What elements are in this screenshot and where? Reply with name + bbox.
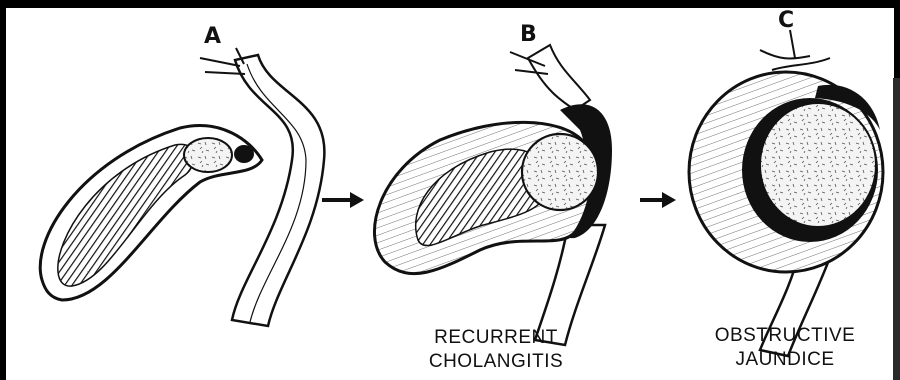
stage-b-caption: RECURRENT CHOLANGITIS xyxy=(406,326,586,374)
stage-b-letter: B xyxy=(520,22,537,47)
progression-arrow xyxy=(640,192,676,208)
stage-c-illustration xyxy=(689,30,883,356)
stage-a-letter: A xyxy=(204,24,222,49)
stage-b-illustration xyxy=(374,45,612,345)
gallstone-a xyxy=(184,138,232,172)
bile-duct-b xyxy=(528,45,590,110)
gallstone-c xyxy=(760,103,876,227)
stage-b-caption-line1: RECURRENT xyxy=(406,326,586,350)
hepatic-branch-c xyxy=(760,30,830,70)
stage-c-caption-line1: OBSTRUCTIVE xyxy=(695,324,875,348)
gallstone-b xyxy=(522,134,598,210)
stage-c-caption: OBSTRUCTIVE JAUNDICE xyxy=(695,324,875,372)
impacted-neck-a xyxy=(234,145,254,163)
stage-b-caption-line2: CHOLANGITIS xyxy=(406,350,586,374)
stage-a-illustration xyxy=(40,48,324,326)
stage-c-caption-line2: JAUNDICE xyxy=(695,348,875,372)
bile-duct-a xyxy=(232,55,324,326)
stage-c-letter: C xyxy=(778,8,795,33)
progression-arrow xyxy=(322,192,364,208)
